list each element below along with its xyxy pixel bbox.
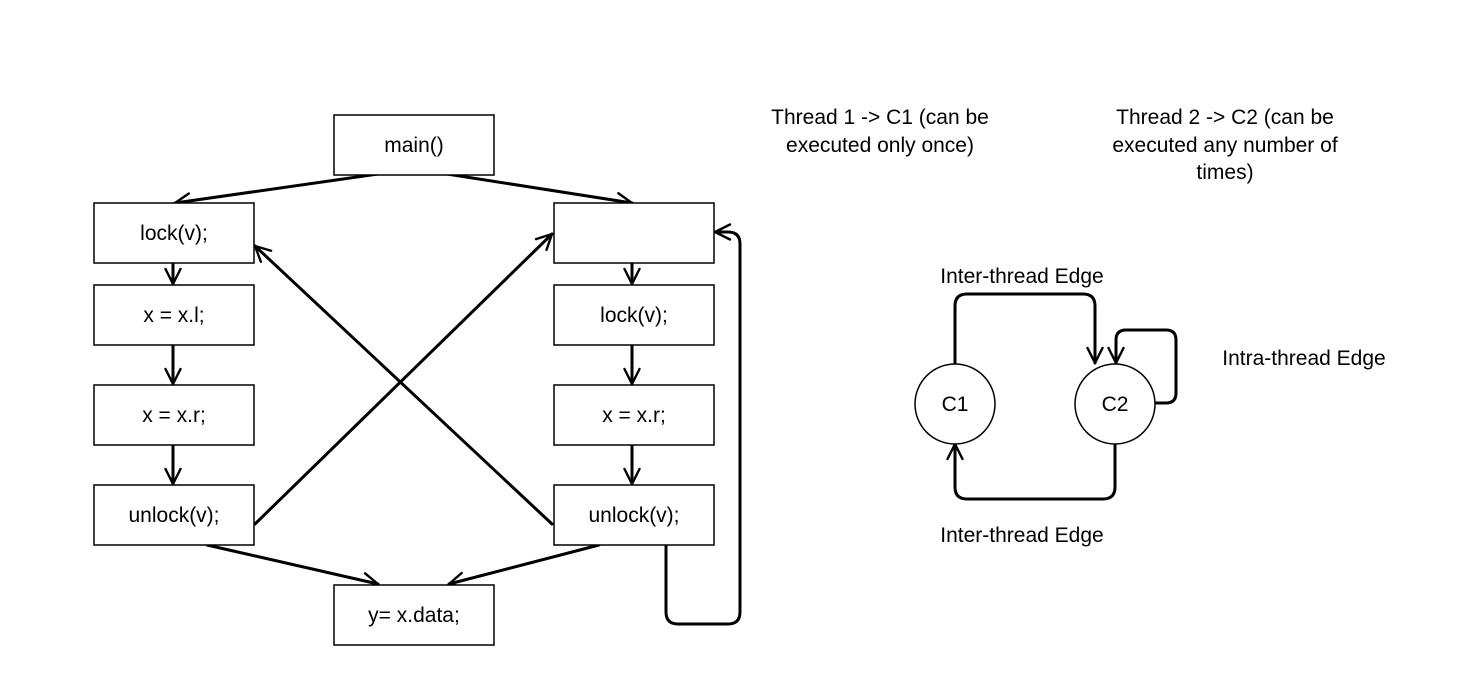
cfg-node-main: main() — [333, 114, 495, 176]
thread-node-c1-label: C1 — [942, 393, 969, 416]
thread2-caption: Thread 2 -> C2 (can be executed any numb… — [1112, 106, 1337, 184]
cfg-node-left-lock: lock(v); — [93, 202, 255, 264]
edge-main-to-right-empty — [445, 172, 634, 210]
edge-c2-to-c1-inter — [946, 442, 1117, 501]
cfg-node-left-xr: x = x.r; — [93, 384, 255, 446]
node-label-ydata: y= x.data; — [368, 604, 460, 627]
node-label-left-lock: lock(v); — [140, 222, 208, 245]
thread-node-c2: C2 — [1074, 363, 1156, 445]
node-label-left-xl: x = x.l; — [143, 304, 204, 327]
thread2-caption-line1: Thread 2 -> C2 (can be — [1116, 106, 1334, 129]
edge-left-unlock-to-right-empty — [253, 232, 554, 526]
cfg-node-right-empty — [553, 202, 715, 264]
edge-right-unlock-to-left-lock — [253, 244, 554, 526]
thread-node-c2-label: C2 — [1102, 393, 1129, 416]
thread-graph-edges — [946, 292, 1178, 501]
node-label-left-unlock: unlock(v); — [128, 504, 219, 527]
thread2-caption-line2: executed any number of — [1112, 134, 1337, 157]
node-label-right-xr: x = x.r; — [602, 404, 666, 427]
thread1-caption-line1: Thread 1 -> C1 (can be — [771, 106, 989, 129]
node-label-main: main() — [384, 134, 444, 157]
node-label-left-xr: x = x.r; — [142, 404, 206, 427]
cfg-edges — [164, 172, 742, 626]
inter-thread-edge-top-label: Inter-thread Edge — [940, 265, 1103, 288]
cfg-node-left-xl: x = x.l; — [93, 284, 255, 346]
edge-main-to-left-lock — [173, 172, 380, 210]
cfg-node-ydata: y= x.data; — [333, 584, 495, 646]
inter-thread-edge-bottom-label: Inter-thread Edge — [940, 524, 1103, 547]
edge-c1-to-c2-inter — [953, 292, 1104, 365]
cfg-node-right-xr: x = x.r; — [553, 384, 715, 446]
cfg-node-right-lock: lock(v); — [553, 284, 715, 346]
edge-c2-self-intra — [1107, 328, 1178, 405]
edge-left-unlock-to-ydata — [205, 543, 380, 590]
edge-right-loop-back — [664, 223, 742, 626]
node-label-right-lock: lock(v); — [600, 304, 668, 327]
edge-right-unlock-to-ydata — [447, 543, 601, 589]
thread-node-c1: C1 — [914, 363, 996, 445]
intra-thread-edge-label: Intra-thread Edge — [1222, 347, 1385, 370]
thread1-caption: Thread 1 -> C1 (can be executed only onc… — [771, 106, 989, 157]
cfg-node-left-unlock: unlock(v); — [93, 484, 255, 546]
cfg-node-right-unlock: unlock(v); — [553, 484, 715, 546]
thread1-caption-line2: executed only once) — [786, 134, 974, 157]
node-label-right-unlock: unlock(v); — [588, 504, 679, 527]
thread2-caption-line3: times) — [1196, 161, 1253, 184]
